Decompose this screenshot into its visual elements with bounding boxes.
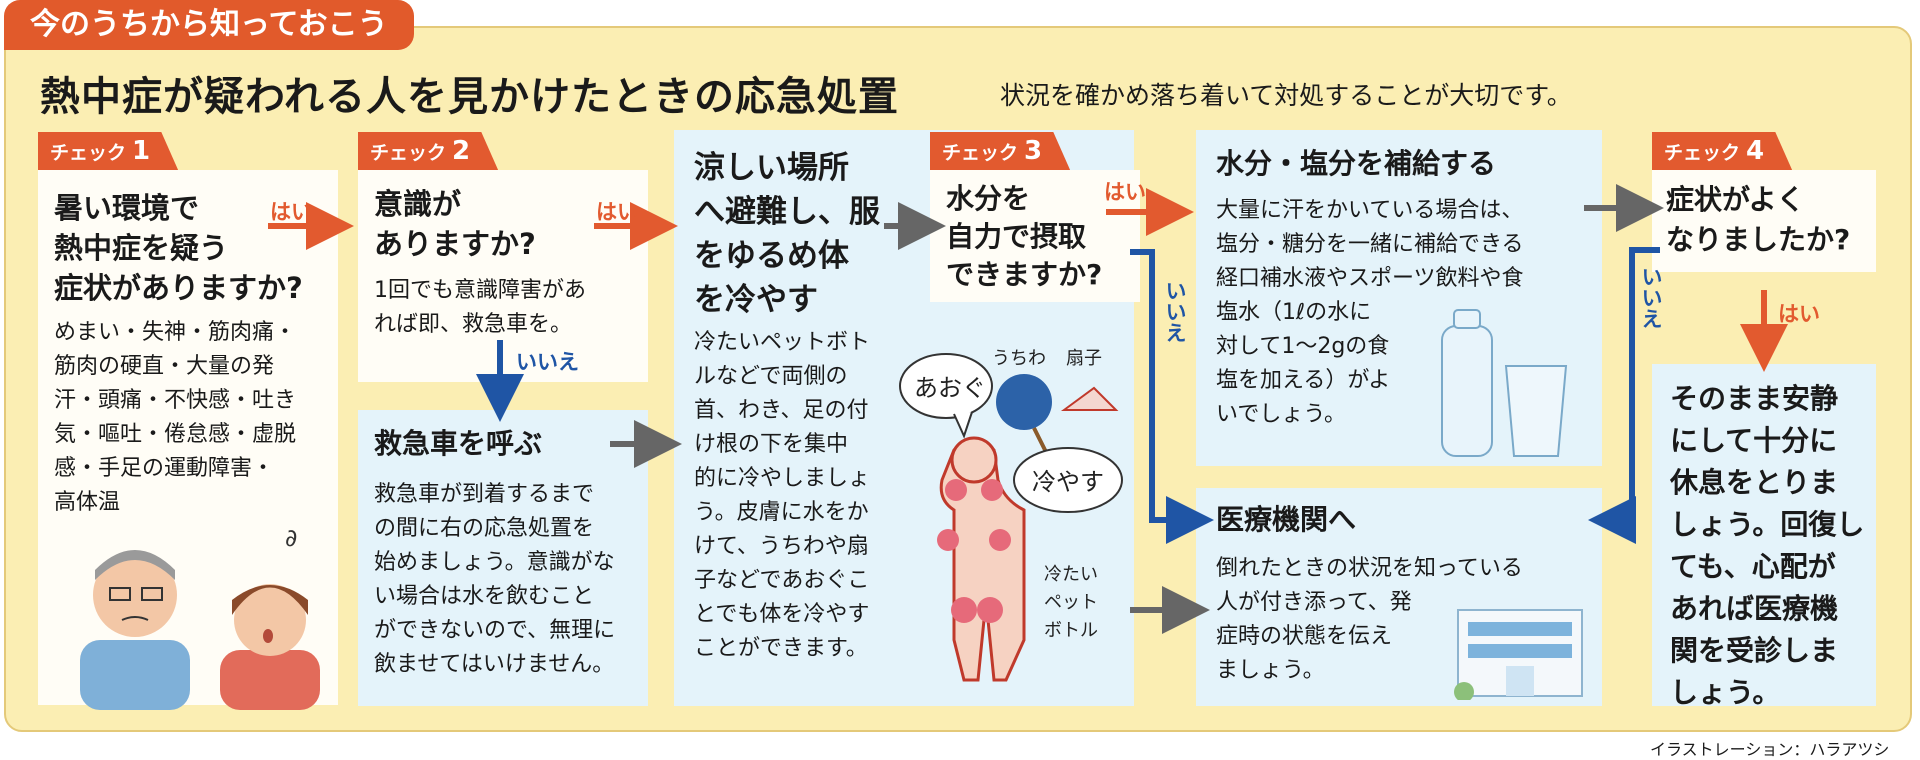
medical-text: 倒れたときの状況を知っている人が付き添って、発症時の状態を伝えましょう。 (1216, 556, 1523, 683)
no-label-check2: いいえ (516, 350, 579, 374)
check3-question: 水分を自力で摂取できますか? (946, 182, 1103, 291)
rest-text: そのまま安静にして十分に休息をとりましょう。回復し ても、心配があれば医療機関を… (1670, 382, 1865, 709)
page-title: 熱中症が疑われる人を見かけたときの応急処置 (40, 74, 899, 120)
header-tab: 今のうちから知っておこう (4, 0, 414, 50)
check4-question: 症状がよくなりましたか? (1666, 183, 1851, 256)
cool-title: 涼しい場所へ避難し、服をゆるめ体を冷やす (694, 150, 880, 318)
page-subtitle: 状況を確かめ落ち着いて対処することが大切です。 (1000, 81, 1572, 110)
hydrate-title: 水分・塩分を補給する (1216, 147, 1497, 180)
ambulance-title: 救急車を呼ぶ (374, 427, 543, 460)
sensu-label: 扇子 (1066, 348, 1102, 369)
yes-label-check2: はい (596, 200, 638, 224)
yes-label-check1: はい (270, 200, 312, 224)
check1-question: 暑い環境で熱中症を疑う症状がありますか? (54, 191, 303, 305)
uchiwa-label: うちわ (992, 348, 1046, 369)
illustration-credit: イラストレーション：ハラアツシ (1650, 740, 1890, 759)
svg-text:∂: ∂ (285, 524, 297, 552)
check2-question: 意識がありますか? (374, 187, 536, 261)
ambulance-text: 救急車が到着するまでの間に右の応急処置を始めましょう。意識がな い場合は水を飲む… (374, 482, 616, 677)
rest-box (1652, 364, 1876, 706)
body-cooling-illustration: あおぐ うちわ 扇子 冷やす 冷たい ペット ボトル (899, 348, 1123, 682)
check1-symptoms: めまい・失神・筋肉痛・筋肉の硬直・大量の発汗・頭痛・不快感・吐き 気・嘔吐・倦怠… (54, 320, 297, 515)
yes-label-check4: はい (1778, 302, 1820, 326)
ambulance-box (358, 410, 648, 706)
drink-illustration (1441, 309, 1568, 457)
sick-people-illustration: ∂ (80, 524, 320, 710)
check3-box (930, 170, 1140, 302)
yes-label-check3: はい (1104, 180, 1146, 204)
bottle-label-1: 冷たい (1044, 564, 1098, 585)
check2-note: 1回でも意識障害があれば即、救急車を。 (374, 278, 586, 337)
check4-box (1652, 170, 1876, 272)
bottle-label-3: ボトル (1044, 620, 1098, 641)
cool-label: 冷やす (1032, 468, 1104, 496)
hospital-illustration (1454, 609, 1583, 700)
bottle-label-2: ペット (1044, 592, 1098, 613)
cool-text: 冷たいペットボトルなどで両側の首、わき、足の付け根の下を集中 的に冷やしましょう… (694, 330, 871, 661)
no-label-check4: いいえ (1639, 266, 1663, 329)
hydrate-text: 大量に汗をかいている場合は、塩分・糖分を一緒に補給できる経口補水液やスポーツ飲料… (1216, 198, 1524, 427)
arrow-check4-no (1588, 247, 1660, 544)
no-label-check3: いいえ (1163, 280, 1187, 343)
fan-label: あおぐ (914, 374, 986, 402)
arrow-check3-no (1130, 249, 1214, 544)
medical-title: 医療機関へ (1216, 503, 1357, 536)
